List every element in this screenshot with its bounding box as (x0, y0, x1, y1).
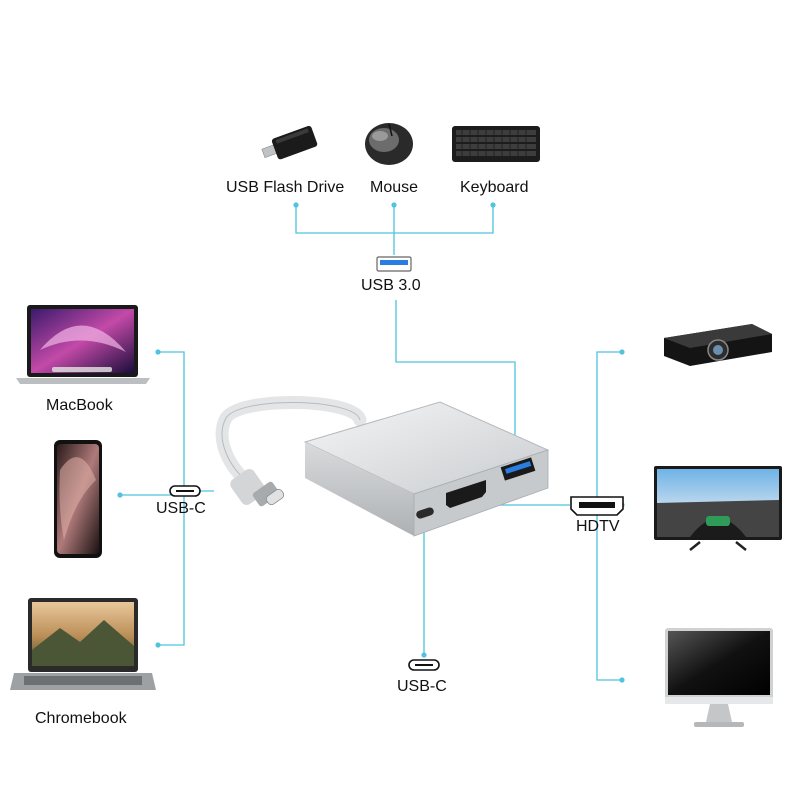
usb-c-hub-adapter (305, 402, 548, 536)
hdmi-plug-icon (571, 497, 623, 515)
label-usb-flash-drive: USB Flash Drive (226, 179, 344, 197)
projector-icon (664, 324, 772, 366)
label-chromebook: Chromebook (35, 710, 127, 728)
usb-flash-drive-icon (260, 125, 318, 164)
monitor-icon (665, 628, 773, 727)
label-usb-c-bottom: USB-C (397, 678, 447, 696)
label-macbook: MacBook (46, 397, 113, 415)
tv-icon (654, 466, 782, 550)
keyboard-icon (452, 126, 540, 162)
label-usb30: USB 3.0 (361, 277, 421, 295)
usb-c-plug-icon-left (170, 486, 200, 496)
mouse-icon (365, 123, 413, 165)
phone-icon (54, 440, 102, 558)
label-mouse: Mouse (370, 179, 418, 197)
usb3-port-icon (377, 257, 411, 271)
usb-c-plug-icon-bottom (409, 660, 439, 670)
label-hdtv: HDTV (576, 518, 620, 536)
macbook-icon (16, 305, 150, 384)
label-usb-c-left: USB-C (156, 500, 206, 518)
label-keyboard: Keyboard (460, 179, 529, 197)
chromebook-icon (10, 598, 156, 690)
